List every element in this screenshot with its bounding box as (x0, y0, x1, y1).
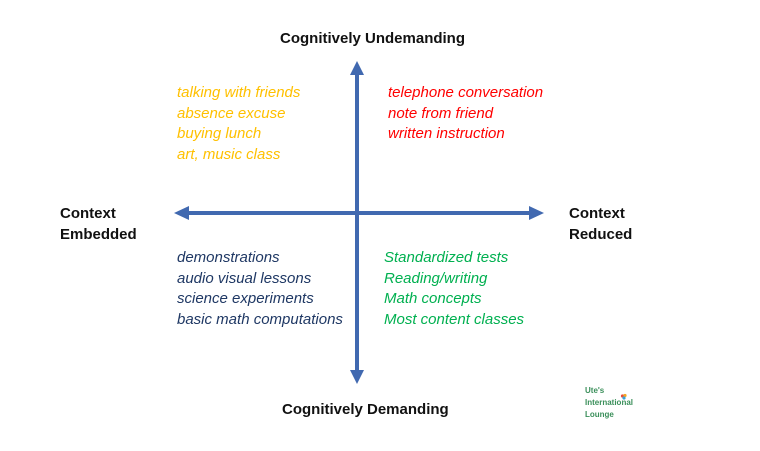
quadrant-item: art, music class (177, 145, 281, 163)
quadrant-top-left: talking with friends absence excuse buyi… (177, 83, 300, 165)
axis-label-right-line-1: Context (569, 205, 625, 222)
quadrant-item: science experiments (177, 290, 314, 307)
axis-label-right-line-2: Reduced (569, 226, 633, 243)
logo: Ute's International Lounge (585, 385, 633, 421)
quadrant-item: audio visual lessons (177, 269, 312, 287)
arrow-right-icon (529, 206, 544, 220)
axis-label-left-line-1: Context (60, 205, 116, 222)
globe-icon (620, 393, 627, 400)
quadrant-bottom-left: demonstrations audio visual lessons scie… (177, 248, 343, 330)
quadrant-item: demonstrations (177, 249, 280, 266)
arrow-up-icon (350, 61, 364, 75)
quadrant-item: written instruction (388, 125, 505, 142)
logo-line-3: Lounge (585, 410, 614, 419)
quadrant-item: Math concepts (384, 290, 482, 307)
arrow-down-icon (350, 370, 364, 384)
axis-label-left-line-2: Embedded (60, 226, 137, 243)
quadrant-item: note from friend (388, 104, 494, 122)
quadrant-bottom-right: Standardized tests Reading/writing Math … (384, 248, 524, 330)
quadrant-item: Reading/writing (384, 269, 488, 287)
quadrant-item: telephone conversation (388, 84, 544, 101)
quadrant-item: absence excuse (177, 104, 286, 122)
quadrant-item: buying lunch (177, 125, 262, 142)
quadrant-item: talking with friends (177, 84, 301, 101)
axis-label-right: Context Reduced (569, 203, 632, 245)
logo-line-2: International (585, 398, 634, 407)
arrow-left-icon (174, 206, 189, 220)
quadrant-item: Standardized tests (384, 249, 509, 266)
quadrant-item: Most content classes (384, 310, 525, 328)
axis-label-left: Context Embedded (60, 203, 137, 245)
quadrant-item: basic math computations (177, 310, 343, 328)
axis-label-bottom: Cognitively Demanding (282, 401, 449, 418)
logo-line-1: Ute's (585, 386, 605, 395)
axis-label-top: Cognitively Undemanding (280, 30, 466, 47)
quadrant-top-right: telephone conversation note from friend … (388, 83, 543, 145)
